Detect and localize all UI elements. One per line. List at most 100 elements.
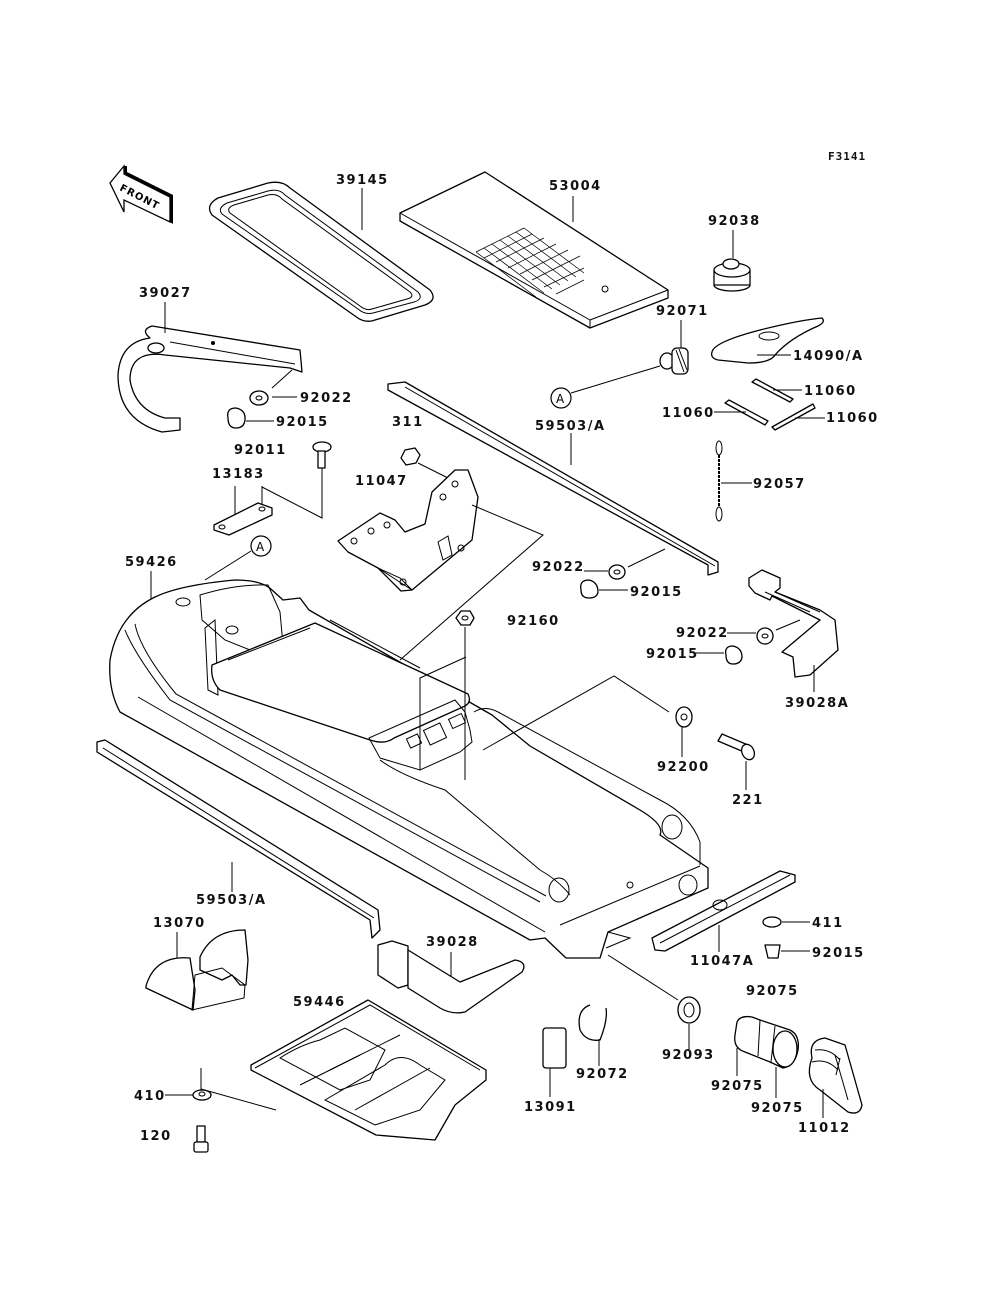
- label-59503A-bottom: 59503/A: [196, 893, 267, 908]
- label-39028: 39028: [426, 935, 479, 950]
- label-11047: 11047: [355, 474, 408, 489]
- reference-marker-a-left: [250, 535, 272, 557]
- part-39145-gasket: [208, 181, 434, 322]
- part-53004-mat: [399, 171, 669, 329]
- label-11012: 11012: [798, 1121, 851, 1136]
- leader-410-to-grate: [200, 1068, 277, 1111]
- label-11047A: 11047A: [690, 954, 754, 969]
- part-411-washer: [762, 916, 782, 928]
- washer-hole: [198, 1091, 206, 1097]
- part-13070-cover: [145, 929, 249, 1011]
- label-92038: 92038: [708, 214, 761, 229]
- part-410-washer: [192, 1089, 212, 1101]
- part-11047A-rail: [651, 870, 796, 952]
- part-92015-cap-nut-b: [580, 579, 599, 599]
- washer-hole: [613, 569, 621, 575]
- part-11060-strip-b: [724, 399, 769, 426]
- label-92075-a: 92075: [746, 984, 799, 999]
- part-13183-plate: [213, 502, 273, 536]
- label-92075-b: 92075: [711, 1079, 764, 1094]
- part-92022-washer: [249, 390, 269, 406]
- label-92015-c: 92015: [646, 647, 699, 662]
- label-11060-c: 11060: [826, 411, 879, 426]
- label-92072: 92072: [576, 1067, 629, 1082]
- part-92093-seal: [677, 996, 701, 1024]
- label-92057: 92057: [753, 477, 806, 492]
- part-92038-grommet: [713, 258, 751, 292]
- leader-92093-to-seal: [607, 954, 679, 1001]
- part-11060-strip-a: [751, 378, 794, 403]
- part-92071-plug: [659, 347, 689, 375]
- part-92057-cord: [715, 440, 723, 522]
- leader-92093-hull: [605, 931, 632, 949]
- seal-hole: [683, 1002, 695, 1018]
- washer-hole: [680, 713, 688, 721]
- label-59426: 59426: [125, 555, 178, 570]
- label-59446: 59446: [293, 995, 346, 1010]
- label-92071: 92071: [656, 304, 709, 319]
- reference-marker-a-left-label: A: [256, 540, 265, 554]
- label-11060-b: 11060: [662, 406, 715, 421]
- part-39028-bar: [377, 940, 525, 1014]
- label-14090A: 14090/A: [793, 349, 864, 364]
- label-410: 410: [134, 1089, 166, 1104]
- leader-92160-b: [419, 656, 467, 770]
- part-92015-nut-d: [764, 944, 781, 959]
- part-59446-grate: [250, 999, 487, 1141]
- washer-hole: [761, 633, 769, 639]
- label-92160: 92160: [507, 614, 560, 629]
- part-92022-washer-b: [608, 564, 626, 580]
- part-59426-hull: [109, 579, 709, 959]
- leader-92011: [261, 468, 323, 519]
- part-92022-washer-c: [756, 627, 774, 645]
- reference-marker-a-top-label: A: [556, 392, 565, 406]
- label-92022-a: 92022: [300, 391, 353, 406]
- label-92200: 92200: [657, 760, 710, 775]
- leader-92022-c-to-bar: [775, 619, 801, 631]
- part-13091-cap: [542, 1027, 567, 1069]
- figure-code: F3141: [828, 150, 866, 163]
- leader-bracket-to-hull: [399, 504, 544, 661]
- leader-92022-b-to-strip: [627, 548, 666, 568]
- leader-311: [417, 462, 449, 479]
- part-59503A-top-strip: [387, 381, 719, 576]
- leader-ref-a-to-hull: [204, 550, 252, 581]
- label-13070: 13070: [153, 916, 206, 931]
- label-59503A-top: 59503/A: [535, 419, 606, 434]
- part-11012-nozzle: [808, 1037, 863, 1114]
- label-92022-b: 92022: [532, 560, 585, 575]
- label-92011: 92011: [234, 443, 287, 458]
- front-arrow-icon: FRONT: [109, 164, 173, 224]
- label-92015-b: 92015: [630, 585, 683, 600]
- leader-92022-a-to-handle: [271, 369, 293, 389]
- part-92011-bolt: [312, 441, 332, 469]
- part-92072-clip: [578, 1004, 608, 1041]
- nut-hole: [461, 615, 469, 621]
- part-39028A-bar: [748, 569, 839, 678]
- label-120: 120: [140, 1129, 172, 1144]
- part-14090A-cover: [710, 317, 824, 364]
- part-92200-washer: [675, 706, 693, 728]
- part-39027-handle: [117, 325, 303, 433]
- label-221: 221: [732, 793, 764, 808]
- label-92075-c: 92075: [751, 1101, 804, 1116]
- part-92015-cap-nut: [227, 407, 246, 429]
- label-39028A: 39028A: [785, 696, 849, 711]
- part-92160-nut: [455, 610, 475, 626]
- label-92015-d: 92015: [812, 946, 865, 961]
- part-92075-bellows: [734, 1015, 799, 1069]
- part-11047-bracket: [337, 469, 479, 592]
- part-59503A-bottom-strip: [96, 739, 381, 939]
- label-13091: 13091: [524, 1100, 577, 1115]
- leader-92200-bracket: [482, 675, 670, 751]
- part-92015-cap-nut-c: [725, 645, 743, 665]
- label-92015-a: 92015: [276, 415, 329, 430]
- label-11060-a: 11060: [804, 384, 857, 399]
- reference-marker-a-top: [550, 387, 572, 409]
- label-13183: 13183: [212, 467, 265, 482]
- leader-ref-a-to-92071: [570, 365, 661, 394]
- part-311-nut: [400, 447, 421, 466]
- washer-hole: [255, 395, 263, 401]
- label-411: 411: [812, 916, 844, 931]
